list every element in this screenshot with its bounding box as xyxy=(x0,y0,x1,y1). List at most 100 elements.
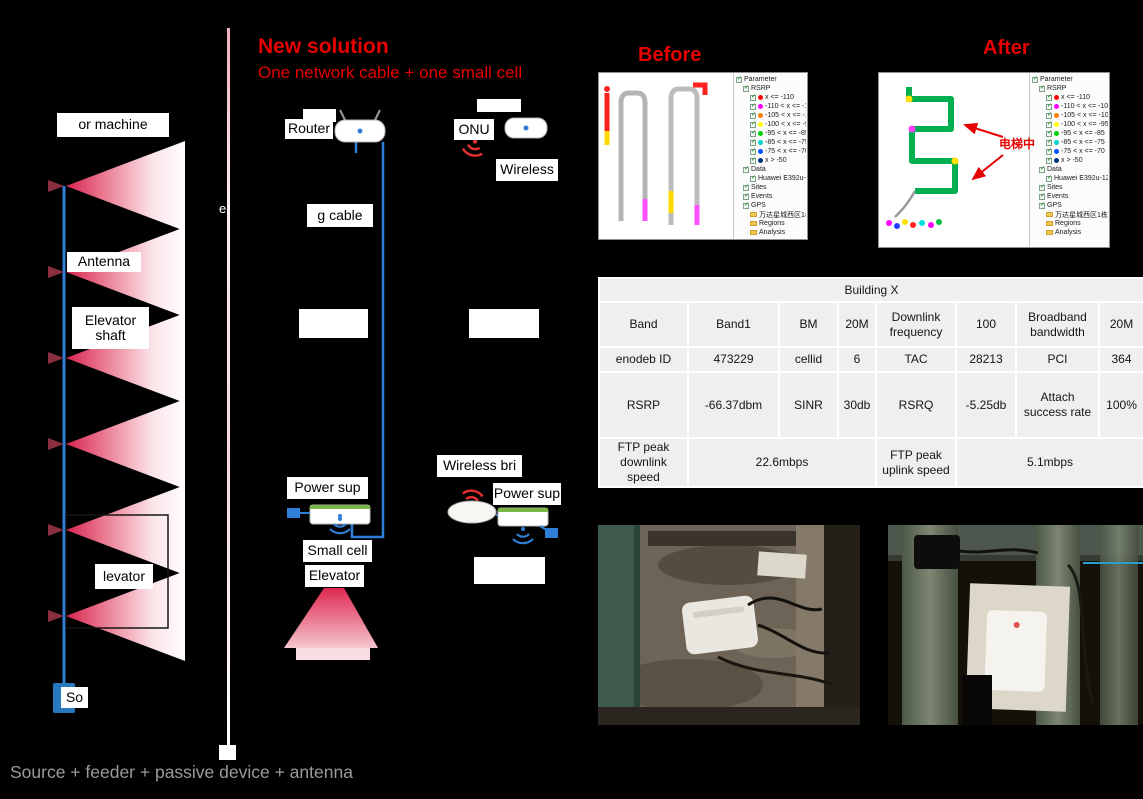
legend-tree-item[interactable]: -75 < x <= -70 xyxy=(1032,147,1108,156)
legend-color-swatch xyxy=(758,158,763,163)
legend-tree-item[interactable]: -85 < x <= -75 xyxy=(736,138,806,147)
legend-tree-item[interactable]: Parameter xyxy=(1032,75,1108,84)
checkbox-icon[interactable] xyxy=(750,148,756,155)
legend-item-label: -105 < x <= -100 xyxy=(1061,112,1108,119)
checkbox-icon[interactable] xyxy=(1039,202,1045,209)
checkbox-icon[interactable] xyxy=(1039,193,1045,200)
checkbox-icon[interactable] xyxy=(1046,175,1052,182)
legend-tree-item[interactable]: -95 < x <= -85 xyxy=(1032,129,1108,138)
legend-tree-item[interactable]: -105 < x <= -100 xyxy=(1032,111,1108,120)
legend-tree-item[interactable]: x > -50 xyxy=(736,156,806,165)
wireless-label: Wireless xyxy=(496,159,558,181)
checkbox-icon[interactable] xyxy=(750,103,756,110)
power-adapter-icon-a xyxy=(287,508,310,518)
legend-tree-item[interactable]: -85 < x <= -75 xyxy=(1032,138,1108,147)
legend-tree-item[interactable]: Huawei E392u-12 (1) xyxy=(736,174,806,183)
legend-color-swatch xyxy=(1054,122,1059,127)
checkbox-icon[interactable] xyxy=(743,166,749,173)
legend-item-label: Events xyxy=(751,193,773,200)
checkbox-icon[interactable] xyxy=(1046,121,1052,128)
folder-icon xyxy=(1046,212,1053,217)
legend-tree-item[interactable]: x <= -110 xyxy=(736,93,806,102)
legend-tree-item[interactable]: RSRP xyxy=(1032,84,1108,93)
legend-item-label: Data xyxy=(751,166,766,173)
table-cell: 473229 xyxy=(687,346,780,373)
elevator-car-label: levator xyxy=(95,564,153,589)
checkbox-icon[interactable] xyxy=(1046,103,1052,110)
legend-tree-item[interactable]: Data xyxy=(736,165,806,174)
checkbox-icon[interactable] xyxy=(1046,94,1052,101)
checkbox-icon[interactable] xyxy=(1046,130,1052,137)
installed-wireless-device xyxy=(984,610,1047,692)
checkbox-icon[interactable] xyxy=(750,112,756,119)
power-adapter-photo xyxy=(914,535,960,569)
legend-tree-item[interactable]: Regions xyxy=(1032,219,1108,228)
onu-label: ONU xyxy=(454,119,494,140)
legend-tree-item[interactable]: -100 < x <= -95 xyxy=(1032,120,1108,129)
legend-tree-item[interactable]: -75 < x <= -70 xyxy=(736,147,806,156)
checkbox-icon[interactable] xyxy=(750,139,756,146)
legend-tree-item[interactable]: Data xyxy=(1032,165,1108,174)
after-drive-trace xyxy=(886,87,1004,229)
checkbox-icon[interactable] xyxy=(743,202,749,209)
checkbox-icon[interactable] xyxy=(743,184,749,191)
checkbox-icon[interactable] xyxy=(1046,157,1052,164)
legend-tree-item[interactable]: Sites xyxy=(1032,183,1108,192)
legend-color-swatch xyxy=(758,95,763,100)
checkbox-icon[interactable] xyxy=(743,85,749,92)
checkbox-icon[interactable] xyxy=(743,193,749,200)
old-solution-diagram xyxy=(48,141,185,713)
legend-tree-item[interactable]: Analysis xyxy=(736,228,806,237)
legend-tree-item[interactable]: -110 < x <= -105 xyxy=(1032,102,1108,111)
legend-item-label: Analysis xyxy=(1055,229,1082,236)
checkbox-icon[interactable] xyxy=(1032,76,1038,83)
checkbox-icon[interactable] xyxy=(1039,184,1045,191)
folder-icon xyxy=(750,212,757,217)
checkbox-icon[interactable] xyxy=(1039,166,1045,173)
legend-tree-item[interactable]: Parameter xyxy=(736,75,806,84)
checkbox-icon[interactable] xyxy=(750,130,756,137)
legend-item-label: Sites xyxy=(751,184,767,191)
legend-tree-item[interactable]: Sites xyxy=(736,183,806,192)
legend-tree-item[interactable]: GPS xyxy=(736,201,806,210)
power-supply-label-b-text: Power sup xyxy=(493,485,561,502)
legend-tree-item[interactable]: RSRP xyxy=(736,84,806,93)
legend-tree-item[interactable]: -105 < x <= -100 xyxy=(736,111,806,120)
checkbox-icon[interactable] xyxy=(750,94,756,101)
elevator-label: Elevator xyxy=(305,565,364,587)
router-device-icon xyxy=(334,109,386,143)
legend-item-label: x > -50 xyxy=(1061,157,1083,164)
legend-tree-item[interactable]: Huawei E392u-12 (1) xyxy=(1032,174,1108,183)
legend-color-swatch xyxy=(758,149,763,154)
table-cell: 5.1mbps xyxy=(954,437,1143,488)
legend-item-label: 万达星城西区1栋1#梯 xyxy=(1055,211,1108,219)
legend-tree-item[interactable]: 万达星城西区1栋1#梯 xyxy=(1032,210,1108,219)
legend-tree-item[interactable]: GPS xyxy=(1032,201,1108,210)
checkbox-icon[interactable] xyxy=(750,121,756,128)
power-supply-label-b: Power sup xyxy=(493,483,561,505)
legend-tree-item[interactable]: -100 < x <= -95 xyxy=(736,120,806,129)
legend-tree-item[interactable]: Events xyxy=(736,192,806,201)
source-label: So xyxy=(61,687,88,708)
legend-item-label: -100 < x <= -95 xyxy=(765,121,806,128)
checkbox-icon[interactable] xyxy=(1046,139,1052,146)
legend-tree-item[interactable]: x <= -110 xyxy=(1032,93,1108,102)
legend-tree-item[interactable]: 万达星城西区1栋1#梯 xyxy=(736,210,806,219)
wifi-blue-icon-a xyxy=(329,517,351,535)
legend-tree-item[interactable]: Regions xyxy=(736,219,806,228)
checkbox-icon[interactable] xyxy=(1046,148,1052,155)
antenna-label: Antenna xyxy=(67,252,141,272)
checkbox-icon[interactable] xyxy=(750,175,756,182)
legend-panel: Parameter RSRP x <= -110 -110 < x <= -10… xyxy=(1029,73,1109,247)
legend-tree-item[interactable]: x > -50 xyxy=(1032,156,1108,165)
checkbox-icon[interactable] xyxy=(1039,85,1045,92)
legend-tree-item[interactable]: Events xyxy=(1032,192,1108,201)
checkbox-icon[interactable] xyxy=(736,76,742,83)
legend-tree-item[interactable]: -110 < x <= -105 xyxy=(736,102,806,111)
checkbox-icon[interactable] xyxy=(1046,112,1052,119)
legend-tree-item[interactable]: -95 < x <= -85 xyxy=(736,129,806,138)
shaft-label-line2: shaft xyxy=(95,327,126,343)
table-cell: 28213 xyxy=(955,346,1017,373)
checkbox-icon[interactable] xyxy=(750,157,756,164)
legend-tree-item[interactable]: Analysis xyxy=(1032,228,1108,237)
